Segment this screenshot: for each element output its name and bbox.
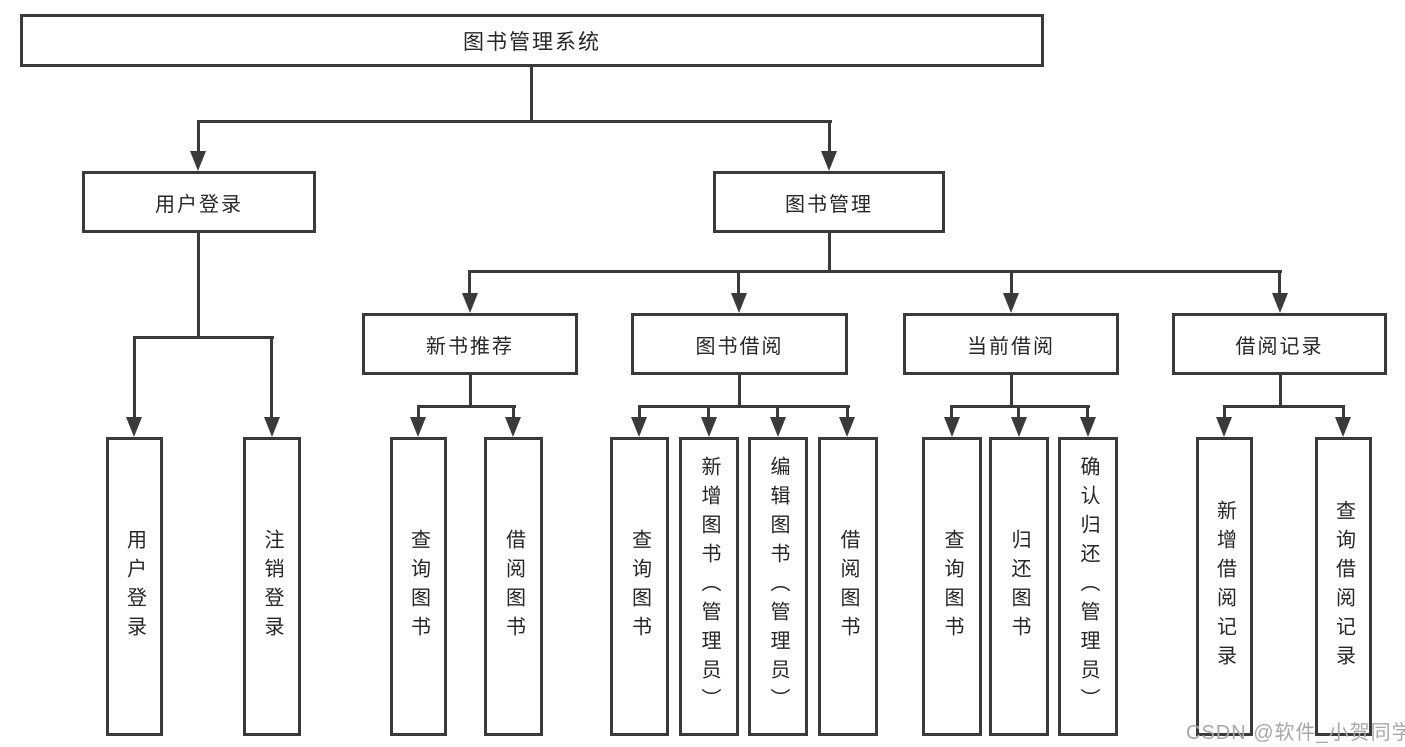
connector-line: [1278, 270, 1281, 293]
leaf-logout: 注销登录: [243, 437, 301, 736]
connector-line: [1342, 405, 1345, 417]
connector-line: [1279, 375, 1282, 408]
connector-line: [417, 405, 516, 408]
connector-line: [133, 336, 274, 339]
connector-line: [133, 336, 136, 417]
node-book-management: 图书管理: [713, 171, 945, 233]
connector-line: [1223, 405, 1345, 408]
arrow-down-icon: [264, 417, 280, 437]
node-user-login: 用户登录: [82, 171, 316, 233]
connector-line: [828, 233, 831, 273]
arrow-down-icon: [126, 417, 142, 437]
connector-line: [197, 233, 200, 339]
arrow-down-icon: [505, 417, 521, 437]
connector-line: [846, 405, 849, 417]
leaf-query-borrow-record: 查询借阅记录: [1315, 437, 1372, 736]
arrow-down-icon: [631, 417, 647, 437]
connector-line: [469, 375, 472, 408]
node-current-borrow: 当前借阅: [903, 313, 1119, 375]
arrow-down-icon: [770, 417, 786, 437]
arrow-down-icon: [701, 417, 717, 437]
connector-line: [738, 375, 741, 408]
connector-line: [951, 405, 1090, 408]
node-book-borrow: 图书借阅: [631, 313, 848, 375]
connector-line: [776, 405, 779, 417]
arrow-down-icon: [944, 417, 960, 437]
connector-line: [512, 405, 515, 417]
connector-line: [737, 270, 740, 293]
leaf-add-borrow-record: 新增借阅记录: [1196, 437, 1253, 736]
arrow-down-icon: [731, 293, 747, 313]
arrow-down-icon: [1272, 293, 1288, 313]
leaf-query-books-2: 查询图书: [610, 437, 669, 736]
arrow-down-icon: [1335, 417, 1351, 437]
connector-line: [1010, 375, 1013, 408]
leaf-query-books: 查询图书: [390, 437, 447, 736]
leaf-borrow-books: 借阅图书: [484, 437, 543, 736]
arrow-down-icon: [190, 151, 206, 171]
arrow-down-icon: [1003, 293, 1019, 313]
node-borrow-records: 借阅记录: [1172, 313, 1387, 375]
connector-line: [950, 405, 953, 417]
connector-line: [197, 120, 832, 123]
leaf-add-books-admin: 新增图书（管理员）: [679, 437, 739, 736]
connector-line: [1010, 270, 1013, 293]
connector-line: [828, 120, 831, 151]
connector-line: [530, 67, 533, 123]
node-new-book-recommend: 新书推荐: [362, 313, 578, 375]
connector-line: [469, 270, 1282, 273]
arrow-down-icon: [1080, 417, 1096, 437]
connector-line: [417, 405, 420, 417]
leaf-borrow-books-2: 借阅图书: [818, 437, 878, 736]
arrow-down-icon: [1216, 417, 1232, 437]
connector-line: [468, 270, 471, 293]
leaf-query-books-3: 查询图书: [922, 437, 982, 736]
connector-line: [1017, 405, 1020, 417]
arrow-down-icon: [1011, 417, 1027, 437]
connector-line: [1223, 405, 1226, 417]
connector-line: [270, 336, 273, 417]
leaf-edit-books-admin: 编辑图书（管理员）: [748, 437, 808, 736]
arrow-down-icon: [462, 293, 478, 313]
node-root-system: 图书管理系统: [20, 14, 1044, 67]
leaf-user-login: 用户登录: [106, 437, 163, 736]
arrow-down-icon: [821, 151, 837, 171]
arrow-down-icon: [839, 417, 855, 437]
connector-line: [1086, 405, 1089, 417]
leaf-return-books: 归还图书: [989, 437, 1049, 736]
connector-line: [638, 405, 641, 417]
arrow-down-icon: [410, 417, 426, 437]
csdn-watermark: CSDN @软件_小贺同学: [1186, 722, 1405, 744]
connector-line: [197, 120, 200, 151]
leaf-confirm-return-admin: 确认归还（管理员）: [1058, 437, 1118, 736]
connector-line: [707, 405, 710, 417]
connector-line: [638, 405, 850, 408]
